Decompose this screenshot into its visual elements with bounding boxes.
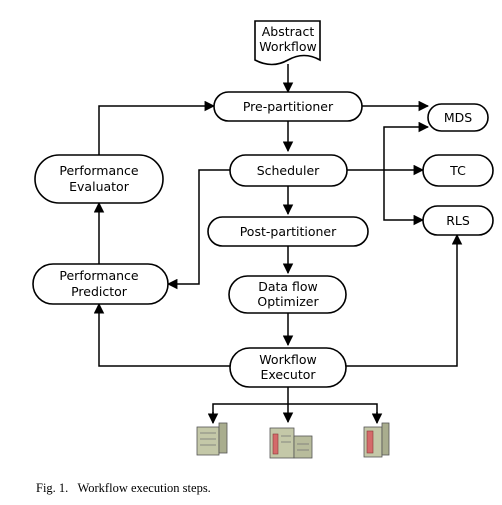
node-workflow-executor-line-1: Workflow	[259, 352, 316, 367]
node-performance-evaluator-line-2: Evaluator	[69, 179, 130, 194]
node-scheduler: Scheduler	[229, 154, 348, 187]
node-performance-predictor: Performance Predictor	[32, 263, 169, 305]
node-workflow-executor-line-2: Executor	[260, 367, 316, 382]
node-performance-predictor-line-2: Predictor	[71, 284, 128, 299]
caption-text: Workflow execution steps.	[77, 481, 211, 495]
node-performance-evaluator: Performance Evaluator	[34, 154, 164, 204]
edge-evaluator-to-prepartitioner	[98, 100, 216, 155]
node-performance-predictor-line-1: Performance	[59, 268, 139, 283]
node-tc-label: TC	[449, 163, 466, 178]
caption-label: Fig. 1.	[36, 481, 69, 495]
node-data-flow-optimizer-line-1: Data flow	[258, 279, 318, 294]
node-data-flow-optimizer-line-2: Optimizer	[257, 294, 319, 309]
node-workflow-executor: Workflow Executor	[229, 347, 347, 388]
node-abstract-workflow: Abstract Workflow	[254, 20, 321, 66]
node-abstract-workflow-line-1: Abstract	[262, 24, 315, 39]
node-pre-partitioner: Pre-partitioner	[213, 91, 363, 122]
node-mds-label: MDS	[444, 110, 472, 125]
edge-scheduler-to-mds-rls	[383, 121, 430, 226]
edges	[93, 64, 463, 425]
node-post-partitioner: Post-partitioner	[207, 216, 369, 247]
resource-server-3-icon	[363, 422, 390, 458]
node-rls: RLS	[422, 205, 494, 236]
node-mds: MDS	[427, 103, 489, 132]
edge-executor-to-resource-bar	[212, 403, 378, 422]
node-tc: TC	[422, 154, 494, 187]
edge-executor-to-rls	[346, 233, 463, 367]
node-abstract-workflow-line-2: Workflow	[259, 39, 316, 54]
edge-executor-to-predictor	[93, 302, 230, 367]
node-data-flow-optimizer: Data flow Optimizer	[228, 275, 347, 314]
resource-server-1-icon	[196, 422, 228, 456]
node-pre-partitioner-label: Pre-partitioner	[243, 99, 334, 114]
node-post-partitioner-label: Post-partitioner	[240, 224, 337, 239]
figure-caption: Fig. 1. Workflow execution steps.	[36, 481, 211, 496]
node-scheduler-label: Scheduler	[257, 163, 320, 178]
resource-server-2-icon	[269, 427, 313, 459]
node-rls-label: RLS	[446, 213, 470, 228]
node-performance-evaluator-line-1: Performance	[59, 163, 139, 178]
edge-scheduler-to-predictor	[166, 169, 230, 290]
